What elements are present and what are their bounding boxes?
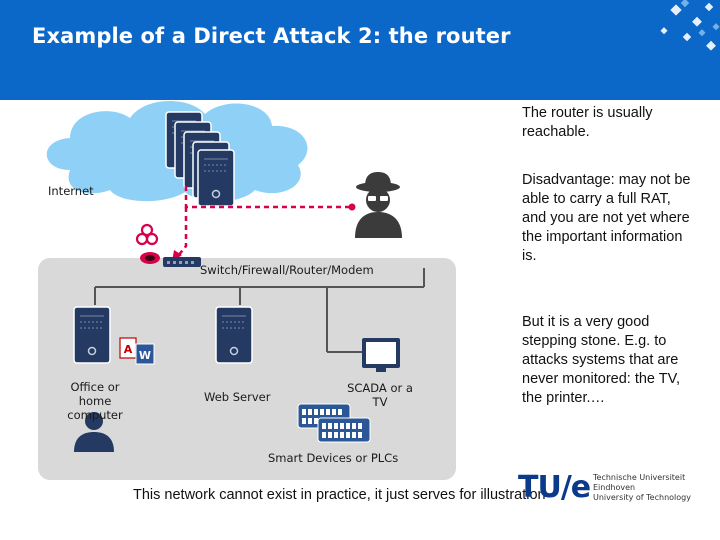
svg-text:A: A xyxy=(124,343,133,356)
header-decoration xyxy=(660,0,720,51)
office-computer xyxy=(73,306,111,364)
internet-label: Internet xyxy=(48,184,94,198)
malware-bug-icon xyxy=(140,252,160,264)
attack-path xyxy=(172,186,356,262)
footer-note: This network cannot exist in practice, i… xyxy=(133,487,546,503)
smart-devices-label: Smart Devices or PLCs xyxy=(268,451,399,465)
network-bus xyxy=(94,268,425,353)
slide-title: Example of a Direct Attack 2: the router xyxy=(32,24,511,48)
monitor-icon xyxy=(362,338,400,372)
text-disadvantage: Disadvantage: may not be able to carry a… xyxy=(522,172,691,264)
title-bar: Example of a Direct Attack 2: the router xyxy=(0,0,720,100)
logo-text: Technische Universiteit Eindhoven Univer… xyxy=(593,473,691,502)
svg-text:W: W xyxy=(139,349,151,362)
hacker-icon xyxy=(355,172,402,238)
router-icon xyxy=(163,257,201,267)
office-document-icon: A W xyxy=(119,337,155,365)
office-computer-label: Office or home computer xyxy=(67,380,123,422)
biohazard-icon xyxy=(135,223,159,246)
tue-logo: TU/e Technische Universiteit Eindhoven U… xyxy=(518,470,718,506)
scada-label: SCADA or a TV xyxy=(347,381,413,409)
router-label: Switch/Firewall/Router/Modem xyxy=(200,263,374,277)
network-diagram: A W xyxy=(38,100,456,480)
text-router-reachable: The router is usually reachable. xyxy=(522,105,653,140)
user-icon xyxy=(74,412,114,452)
logo-mark: TU/e xyxy=(518,470,591,505)
web-server-label: Web Server xyxy=(204,390,271,404)
web-server-icon xyxy=(215,306,253,364)
text-stepping-stone: But it is a very good stepping stone. E.… xyxy=(522,314,680,406)
